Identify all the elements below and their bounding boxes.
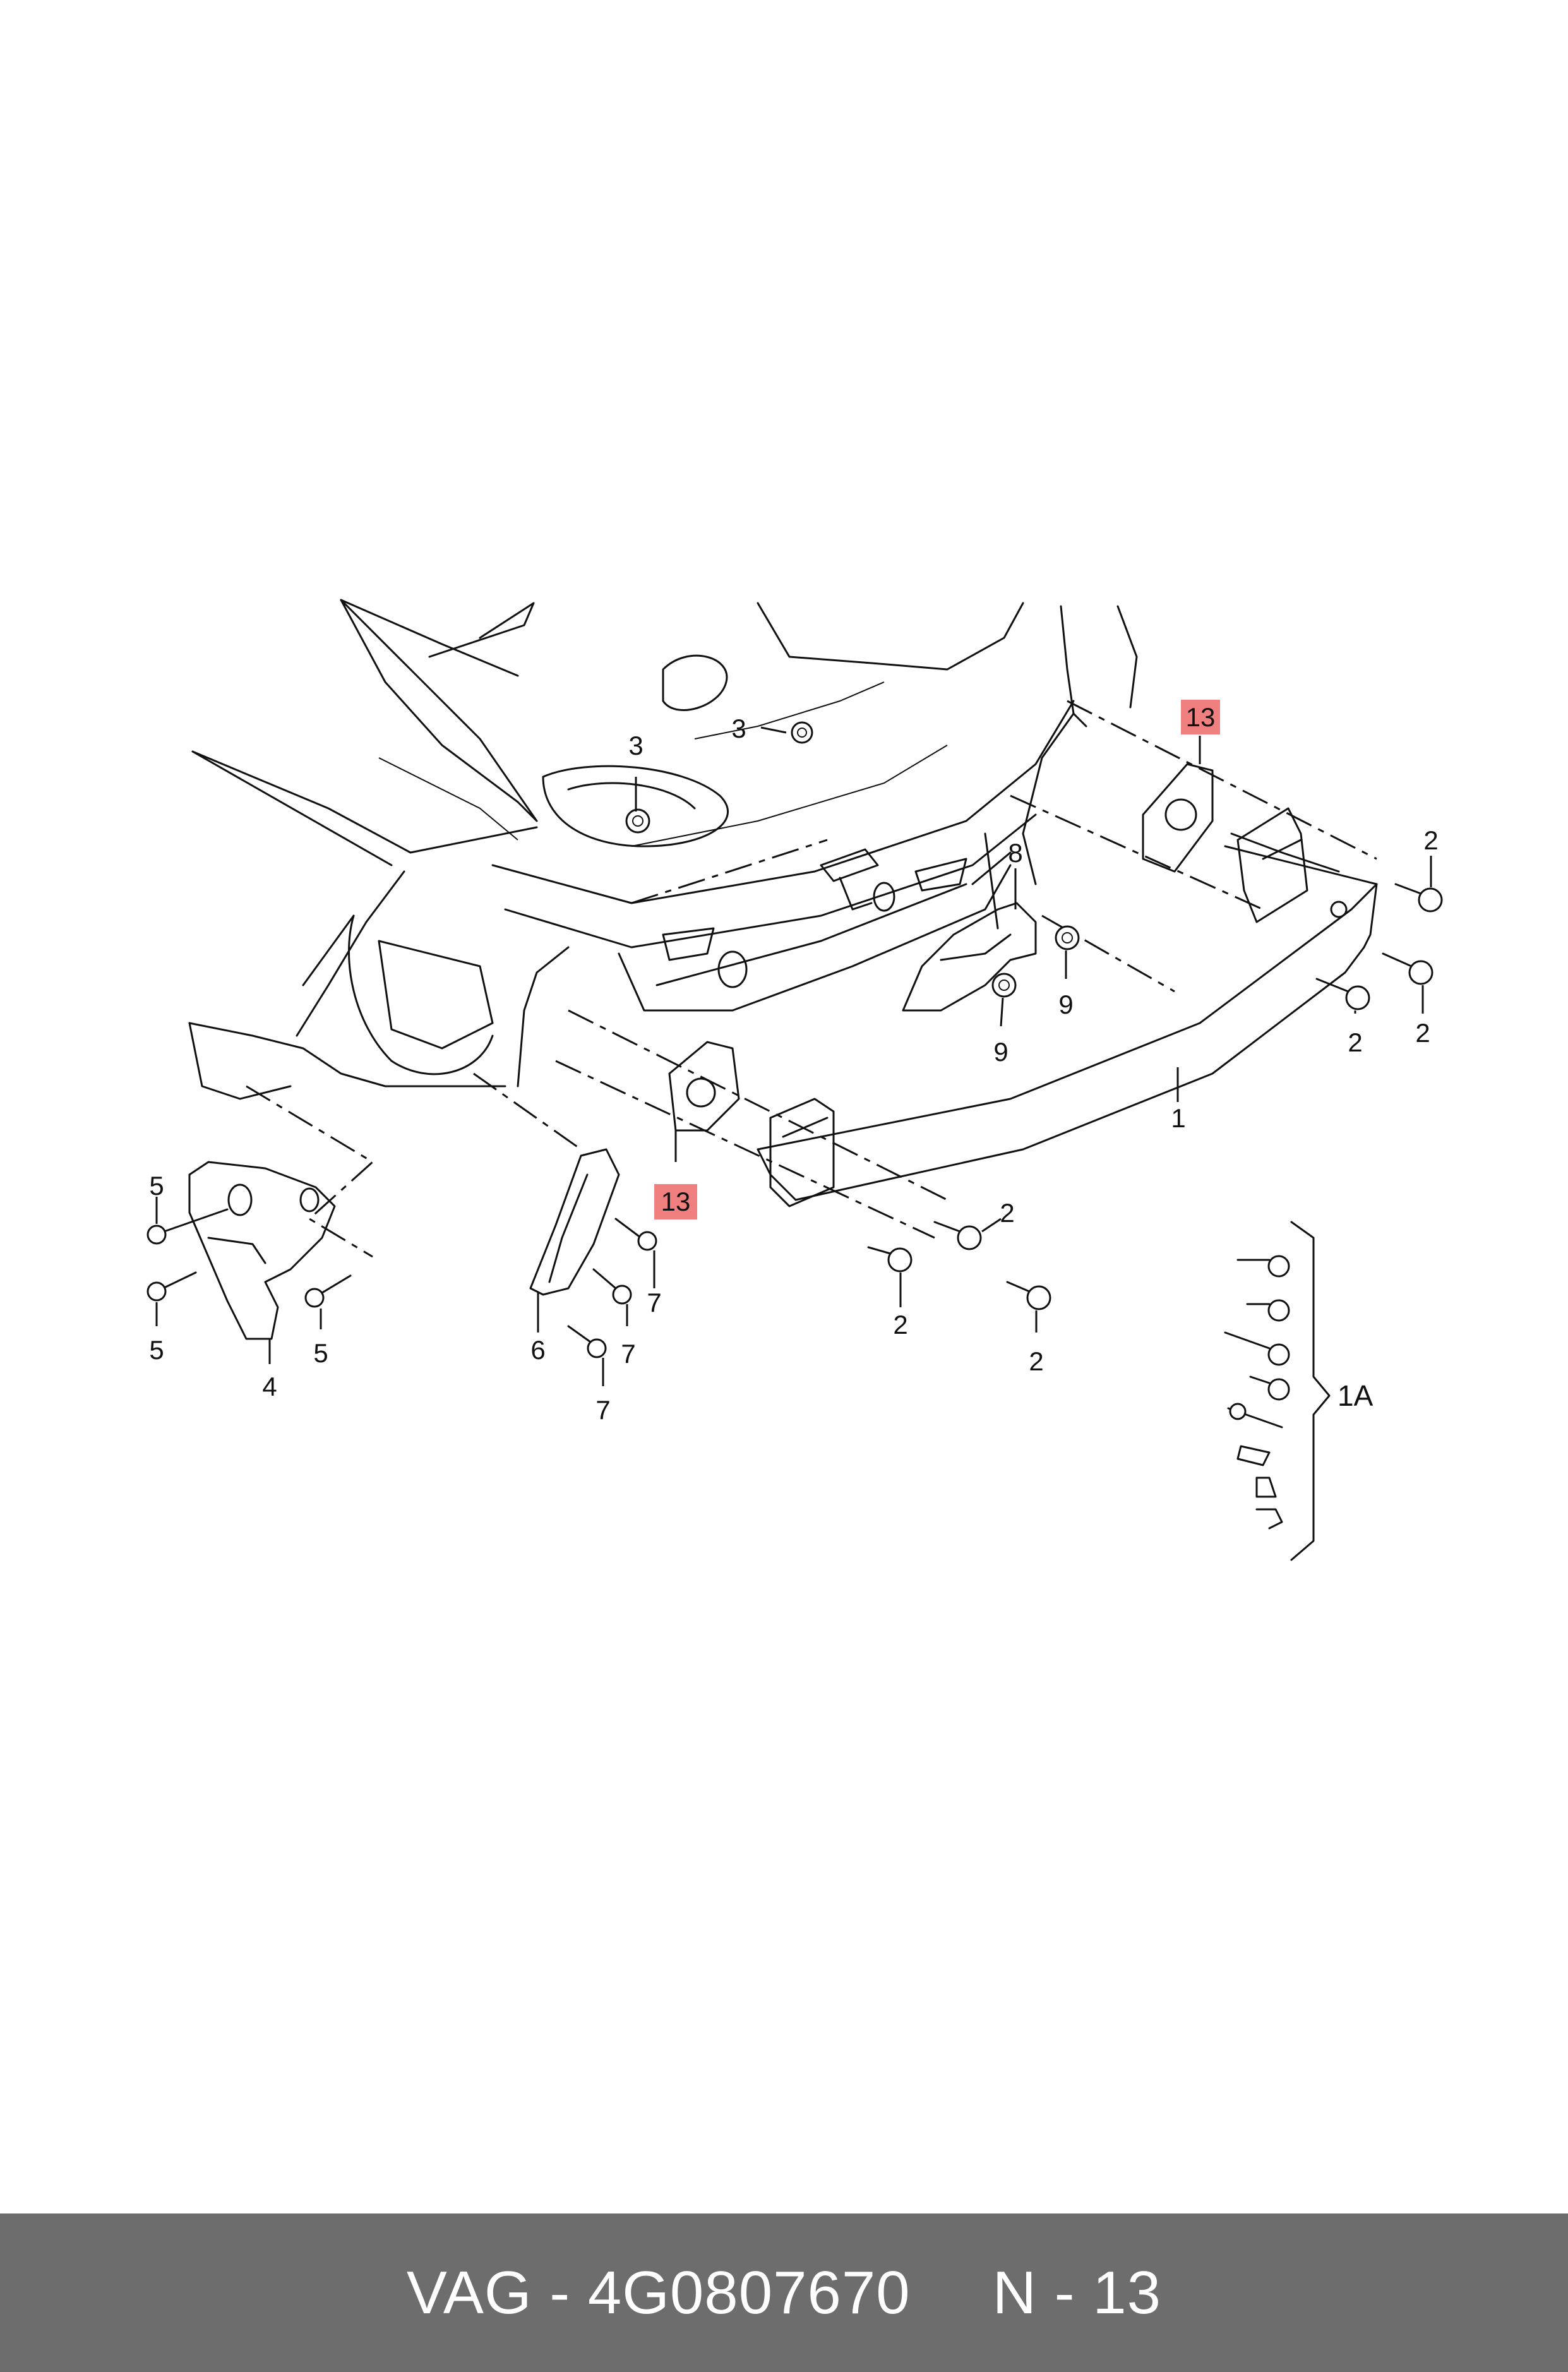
fasteners bbox=[147, 721, 1443, 1358]
side-guide-bracket bbox=[188, 1161, 336, 1340]
bolt-2-d bbox=[933, 1221, 982, 1250]
callout-5-b: 5 bbox=[149, 1335, 164, 1365]
bolt-2-c bbox=[1315, 978, 1370, 1010]
position-number: N - 13 bbox=[992, 2258, 1162, 2327]
callout-6: 6 bbox=[530, 1335, 545, 1365]
part-number: VAG - 4G0807670 bbox=[406, 2258, 911, 2327]
callout-8: 8 bbox=[1008, 838, 1022, 868]
mounting-plate-left bbox=[668, 1041, 740, 1132]
center-bracket bbox=[902, 902, 1037, 1012]
bumper-carrier bbox=[757, 807, 1378, 1207]
nut-3-a bbox=[791, 721, 813, 744]
callout-13-mid-highlight bbox=[654, 1184, 697, 1219]
assembly-lines bbox=[246, 700, 1377, 1258]
callout-9-a: 9 bbox=[1058, 990, 1073, 1019]
guide-profile bbox=[529, 1148, 620, 1296]
callout-7-a: 7 bbox=[647, 1288, 661, 1317]
screw-5-b bbox=[147, 1271, 197, 1302]
callout-7-b: 7 bbox=[621, 1339, 635, 1369]
leader-lines bbox=[155, 726, 1432, 1386]
fastener-kit-1a bbox=[1224, 1221, 1331, 1561]
screw-7-b bbox=[592, 1268, 632, 1305]
callout-4: 4 bbox=[262, 1372, 277, 1401]
screw-7-a bbox=[614, 1218, 657, 1251]
bolt-2-f bbox=[1006, 1281, 1051, 1310]
screw-7-c bbox=[567, 1325, 607, 1358]
callout-13-top-highlight bbox=[1181, 700, 1220, 734]
callout-13-mid: 13 bbox=[661, 1187, 691, 1216]
car-body-outline bbox=[188, 599, 1138, 1100]
callout-1a: 1A bbox=[1338, 1379, 1373, 1412]
callout-5-c: 5 bbox=[313, 1338, 328, 1368]
exploded-parts-diagram: 13 13 1 2 2 2 2 2 2 3 3 4 5 5 5 6 7 7 7 … bbox=[147, 599, 1443, 1561]
screw-5-c bbox=[304, 1274, 352, 1308]
nut-3-b bbox=[625, 808, 650, 834]
callout-2-d: 2 bbox=[1000, 1198, 1014, 1228]
callout-2-e: 2 bbox=[893, 1310, 907, 1339]
callout-2-f: 2 bbox=[1029, 1346, 1043, 1376]
nut-9-a bbox=[1055, 925, 1080, 950]
callout-1: 1 bbox=[1171, 1103, 1185, 1133]
part-reference-footer: VAG - 4G0807670 N - 13 bbox=[0, 2213, 1568, 2372]
callout-2-c: 2 bbox=[1348, 1027, 1362, 1057]
screw-5-a bbox=[147, 1208, 229, 1245]
callout-3-b: 3 bbox=[628, 731, 643, 760]
nut-9-b bbox=[991, 973, 1017, 998]
callout-3-a: 3 bbox=[731, 714, 746, 743]
bolt-2-b bbox=[1382, 952, 1433, 985]
callout-13-top: 13 bbox=[1186, 702, 1216, 732]
callout-5-a: 5 bbox=[149, 1171, 164, 1201]
bolt-2-a bbox=[1394, 883, 1443, 913]
callout-9-b: 9 bbox=[993, 1037, 1008, 1067]
callout-2-b: 2 bbox=[1415, 1018, 1430, 1048]
footer-text: VAG - 4G0807670 N - 13 bbox=[407, 2258, 1161, 2328]
bolt-2-e bbox=[867, 1246, 913, 1273]
callout-2-a: 2 bbox=[1423, 825, 1438, 855]
mounting-plate-right bbox=[1142, 763, 1214, 873]
callout-7-c: 7 bbox=[595, 1395, 610, 1425]
callout-labels: 13 13 1 2 2 2 2 2 2 3 3 4 5 5 5 6 7 7 7 … bbox=[149, 700, 1439, 1425]
